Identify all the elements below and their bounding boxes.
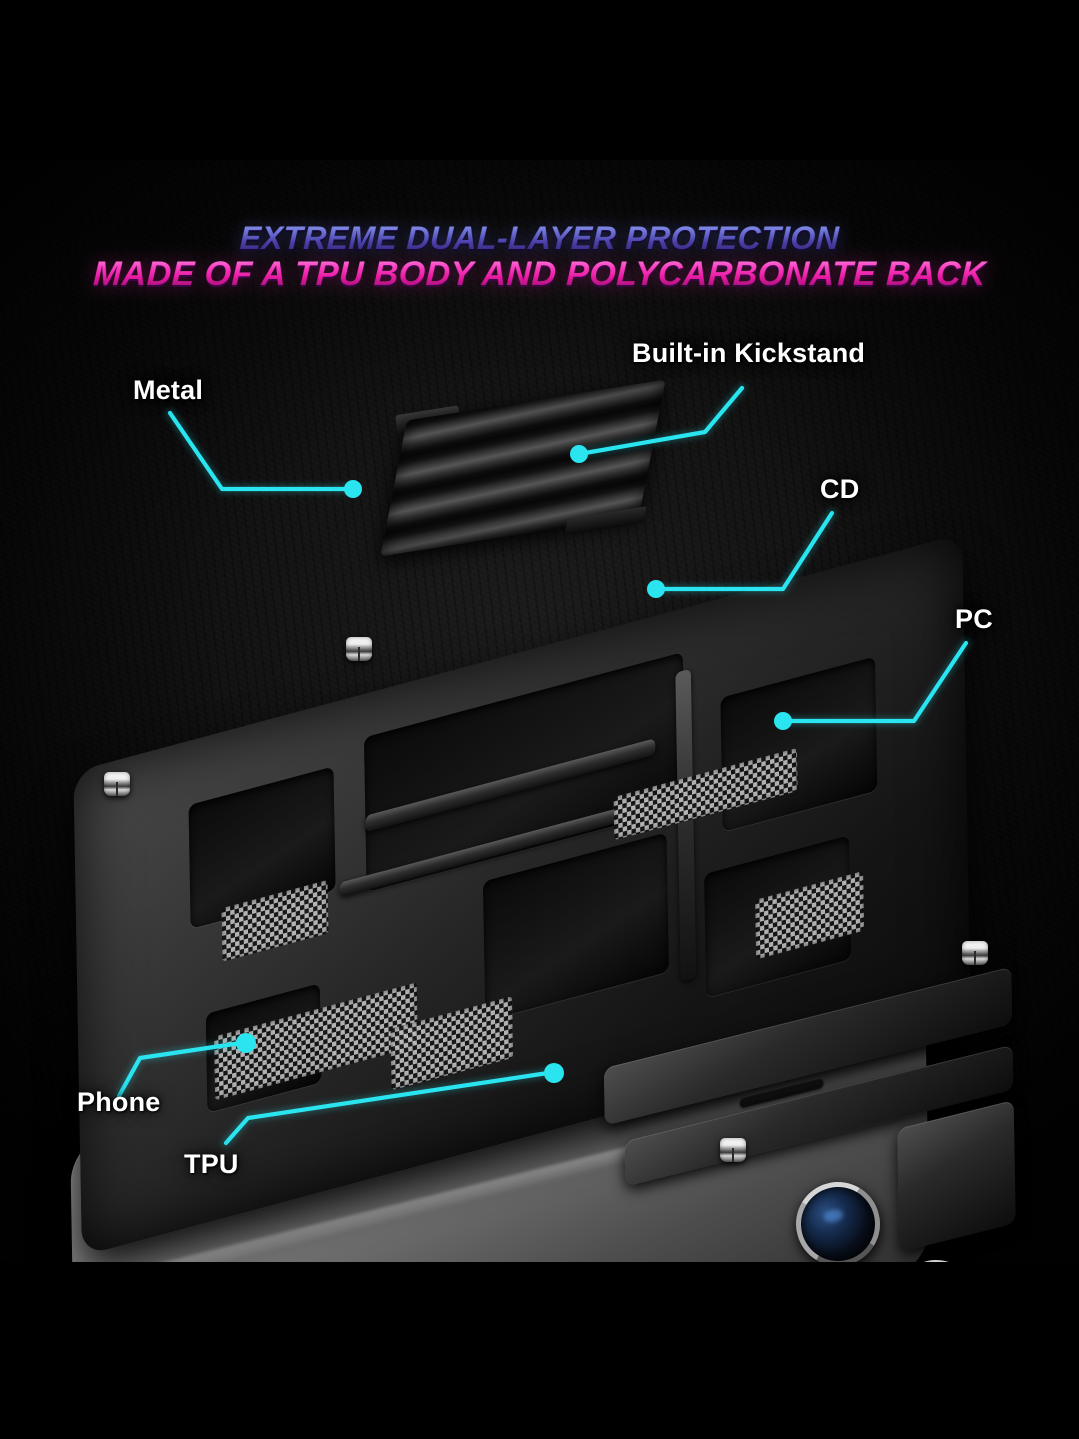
letterbox-top — [0, 0, 1079, 160]
callout-label-tpu: TPU — [184, 1149, 239, 1179]
callout-label-metal: Metal — [133, 375, 204, 405]
product-photo — [0, 160, 1079, 1262]
metal-rivet-right — [962, 941, 988, 965]
letterbox-bottom — [0, 1262, 1079, 1439]
metal-rivet-phone — [720, 1138, 746, 1162]
headline-line-1: EXTREME DUAL-LAYER PROTECTION — [0, 220, 1079, 256]
metal-rivet-left — [104, 772, 130, 796]
kickstand-ribbed-plate — [380, 379, 666, 557]
kickstand-part — [380, 379, 666, 557]
callout-label-phone: Phone — [77, 1087, 161, 1117]
headline-line-2: MADE OF A TPU BODY AND POLYCARBONATE BAC… — [0, 255, 1079, 293]
callout-label-pc: PC — [955, 604, 993, 634]
callout-label-cd: CD — [820, 474, 860, 504]
exploded-view-art — [0, 160, 1079, 1262]
headline-block: EXTREME DUAL-LAYER PROTECTION MADE OF A … — [0, 220, 1079, 293]
callout-label-kickstand: Built-in Kickstand — [632, 338, 866, 368]
tpu-bumper-corner — [897, 1100, 1016, 1253]
metal-rivet — [346, 637, 372, 661]
